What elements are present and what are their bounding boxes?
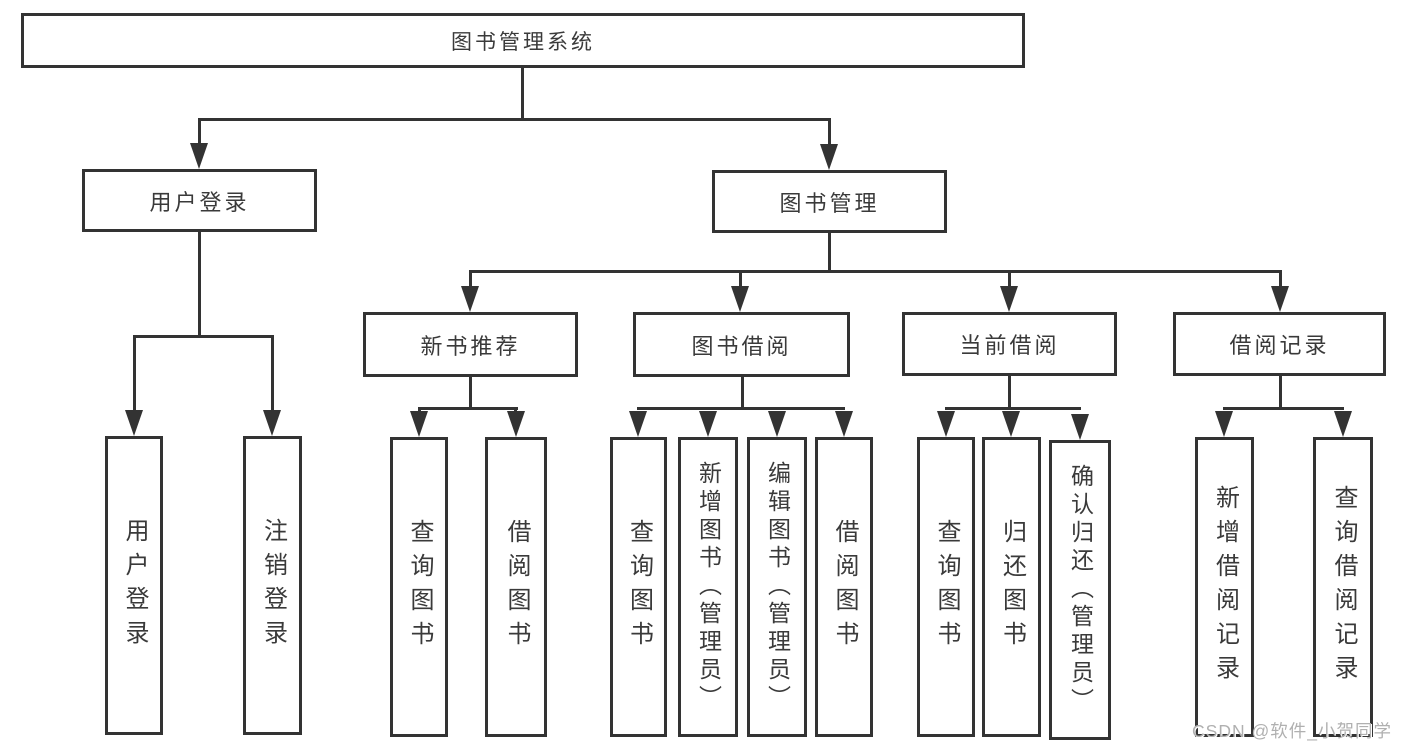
- node-label: 新增图书（管理员）: [695, 461, 722, 713]
- connector-line: [418, 407, 518, 410]
- arrow-down-icon: [629, 411, 647, 437]
- node-current-return-book: 归还图书: [982, 437, 1041, 737]
- node-records-add-record: 新增借阅记录: [1195, 437, 1254, 737]
- connector-line: [469, 270, 472, 288]
- node-label: 图书管理系统: [451, 30, 595, 54]
- node-borrowing-edit-book: 编辑图书（管理员）: [747, 437, 807, 737]
- node-label: 借阅图书: [503, 519, 530, 655]
- node-book-borrowing: 图书借阅: [633, 312, 850, 377]
- connector-line: [198, 118, 831, 121]
- connector-line: [828, 118, 831, 145]
- node-user-login-leaf: 用户登录: [105, 436, 163, 735]
- node-label: 新增借阅记录: [1211, 485, 1239, 689]
- node-records-query-record: 查询借阅记录: [1313, 437, 1373, 737]
- node-borrowing-records: 借阅记录: [1173, 312, 1386, 376]
- node-recommend-query-book: 查询图书: [390, 437, 448, 737]
- arrow-down-icon: [731, 286, 749, 312]
- node-label: 用户登录: [149, 189, 250, 215]
- node-book-management: 图书管理: [712, 170, 947, 233]
- arrow-down-icon: [835, 411, 853, 437]
- node-borrowing-query-book: 查询图书: [610, 437, 667, 737]
- node-new-book-recommend: 新书推荐: [363, 312, 578, 377]
- node-label: 查询借阅记录: [1330, 485, 1357, 689]
- node-recommend-borrow-book: 借阅图书: [485, 437, 547, 737]
- connector-line: [1008, 376, 1011, 410]
- connector-line: [271, 335, 274, 412]
- node-borrowing-add-book: 新增图书（管理员）: [678, 437, 738, 737]
- connector-line: [741, 377, 744, 410]
- node-label: 查询图书: [406, 519, 433, 655]
- connector-line: [133, 335, 136, 412]
- node-root: 图书管理系统: [21, 13, 1025, 68]
- node-label: 图书借阅: [691, 333, 792, 359]
- node-label: 查询图书: [625, 519, 653, 655]
- connector-line: [469, 377, 472, 410]
- node-label: 查询图书: [933, 519, 960, 655]
- arrow-down-icon: [263, 410, 281, 436]
- connector-line: [1279, 270, 1282, 288]
- node-current-borrowing: 当前借阅: [902, 312, 1117, 376]
- watermark-text: CSDN @软件_小贺同学: [1192, 721, 1392, 741]
- connector-line: [198, 232, 201, 337]
- connector-line: [945, 407, 1081, 410]
- connector-line: [521, 68, 524, 121]
- node-logout-leaf: 注销登录: [243, 436, 302, 735]
- connector-line: [133, 335, 274, 338]
- node-label: 借阅图书: [831, 519, 858, 655]
- node-label: 当前借阅: [959, 333, 1060, 358]
- node-label: 图书管理: [779, 190, 880, 216]
- node-label: 借阅记录: [1229, 333, 1330, 358]
- arrow-down-icon: [1334, 411, 1352, 437]
- connector-line: [469, 270, 1282, 273]
- node-current-query-book: 查询图书: [917, 437, 975, 737]
- arrow-down-icon: [699, 411, 717, 437]
- connector-line: [1008, 270, 1011, 288]
- connector-line: [198, 118, 201, 145]
- node-label: 编辑图书（管理员）: [764, 461, 791, 713]
- node-label: 确认归还（管理员）: [1067, 464, 1094, 716]
- node-label: 新书推荐: [420, 333, 521, 359]
- arrow-down-icon: [768, 411, 786, 437]
- arrow-down-icon: [820, 144, 838, 170]
- arrow-down-icon: [507, 411, 525, 437]
- connector-line: [828, 233, 831, 273]
- arrow-down-icon: [190, 143, 208, 169]
- connector-line: [1223, 407, 1344, 410]
- arrow-down-icon: [1071, 414, 1089, 440]
- node-current-confirm-return: 确认归还（管理员）: [1049, 440, 1111, 740]
- arrow-down-icon: [937, 411, 955, 437]
- arrow-down-icon: [1002, 411, 1020, 437]
- arrow-down-icon: [1271, 286, 1289, 312]
- arrow-down-icon: [461, 286, 479, 312]
- arrow-down-icon: [1000, 286, 1018, 312]
- connector-line: [637, 407, 845, 410]
- arrow-down-icon: [410, 411, 428, 437]
- node-borrowing-borrow-book: 借阅图书: [815, 437, 873, 737]
- connector-line: [739, 270, 742, 288]
- connector-line: [1279, 376, 1282, 410]
- node-user-login: 用户登录: [82, 169, 317, 232]
- arrow-down-icon: [1215, 411, 1233, 437]
- node-label: 注销登录: [259, 517, 287, 654]
- arrow-down-icon: [125, 410, 143, 436]
- node-label: 用户登录: [121, 517, 148, 654]
- node-label: 归还图书: [998, 519, 1026, 655]
